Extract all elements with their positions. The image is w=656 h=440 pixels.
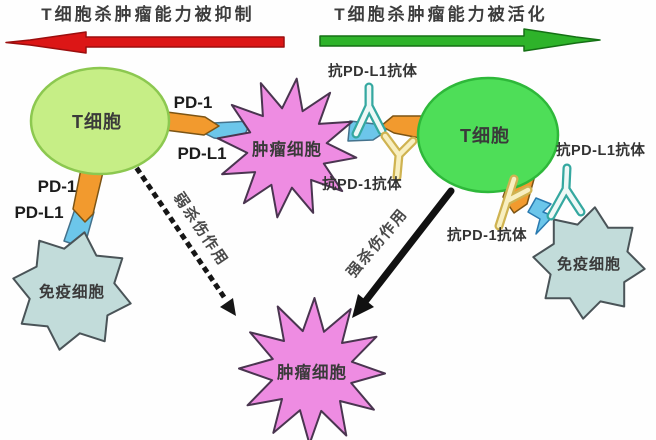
pdl1-label-vertical: PD-L1: [14, 203, 63, 222]
tumor-cell-bottom-body: [238, 297, 386, 440]
anti-pd1-antibody-right-icon: [494, 174, 533, 231]
anti-pd1-right-label: 抗PD-1抗体: [447, 226, 527, 244]
anti-pd1-center-label: 抗PD-1抗体: [322, 175, 402, 193]
t-cell-right-body: [416, 76, 560, 194]
tumor-cell-center-label: 肿瘤细胞: [252, 139, 322, 159]
activate-arrow-icon: [319, 28, 601, 52]
anti-pd1-antibody-center-icon: [380, 131, 418, 182]
t-cell-right-label: T细胞: [460, 125, 510, 146]
suppress-arrow-icon: [5, 31, 285, 54]
immune-cell-right-label: 免疫细胞: [557, 255, 621, 273]
pdl1-label-horizontal: PD-L1: [177, 144, 226, 163]
strong-kill-arrow-icon: [352, 187, 455, 318]
pd1-label-horizontal: PD-1: [174, 93, 213, 112]
anti-pdl1-antibody-center-icon: [351, 82, 387, 139]
pdl1-bolt-arrow-right: [527, 197, 554, 235]
t-cell-left-label: T细胞: [72, 111, 122, 132]
anti-pdl1-center-label: 抗PD-L1抗体: [328, 62, 417, 80]
t-cell-left-body: [29, 66, 171, 176]
tumor-cell-center-body: [216, 77, 358, 219]
suppressed-title: T细胞杀肿瘤能力被抑制: [41, 4, 254, 24]
weak-kill-arrow-icon: [134, 166, 236, 316]
immune-cell-left-label: 免疫细胞: [39, 282, 105, 301]
immune-cell-left-body: [12, 231, 132, 351]
activated-title: T细胞杀肿瘤能力被活化: [334, 4, 547, 24]
immune-cell-right-body: [532, 206, 646, 320]
tumor-cell-bottom-label: 肿瘤细胞: [277, 362, 347, 382]
anti-pdl1-antibody-right-icon: [546, 163, 586, 221]
pd1-label-vertical: PD-1: [38, 177, 77, 196]
anti-pdl1-right-label: 抗PD-L1抗体: [556, 141, 645, 159]
